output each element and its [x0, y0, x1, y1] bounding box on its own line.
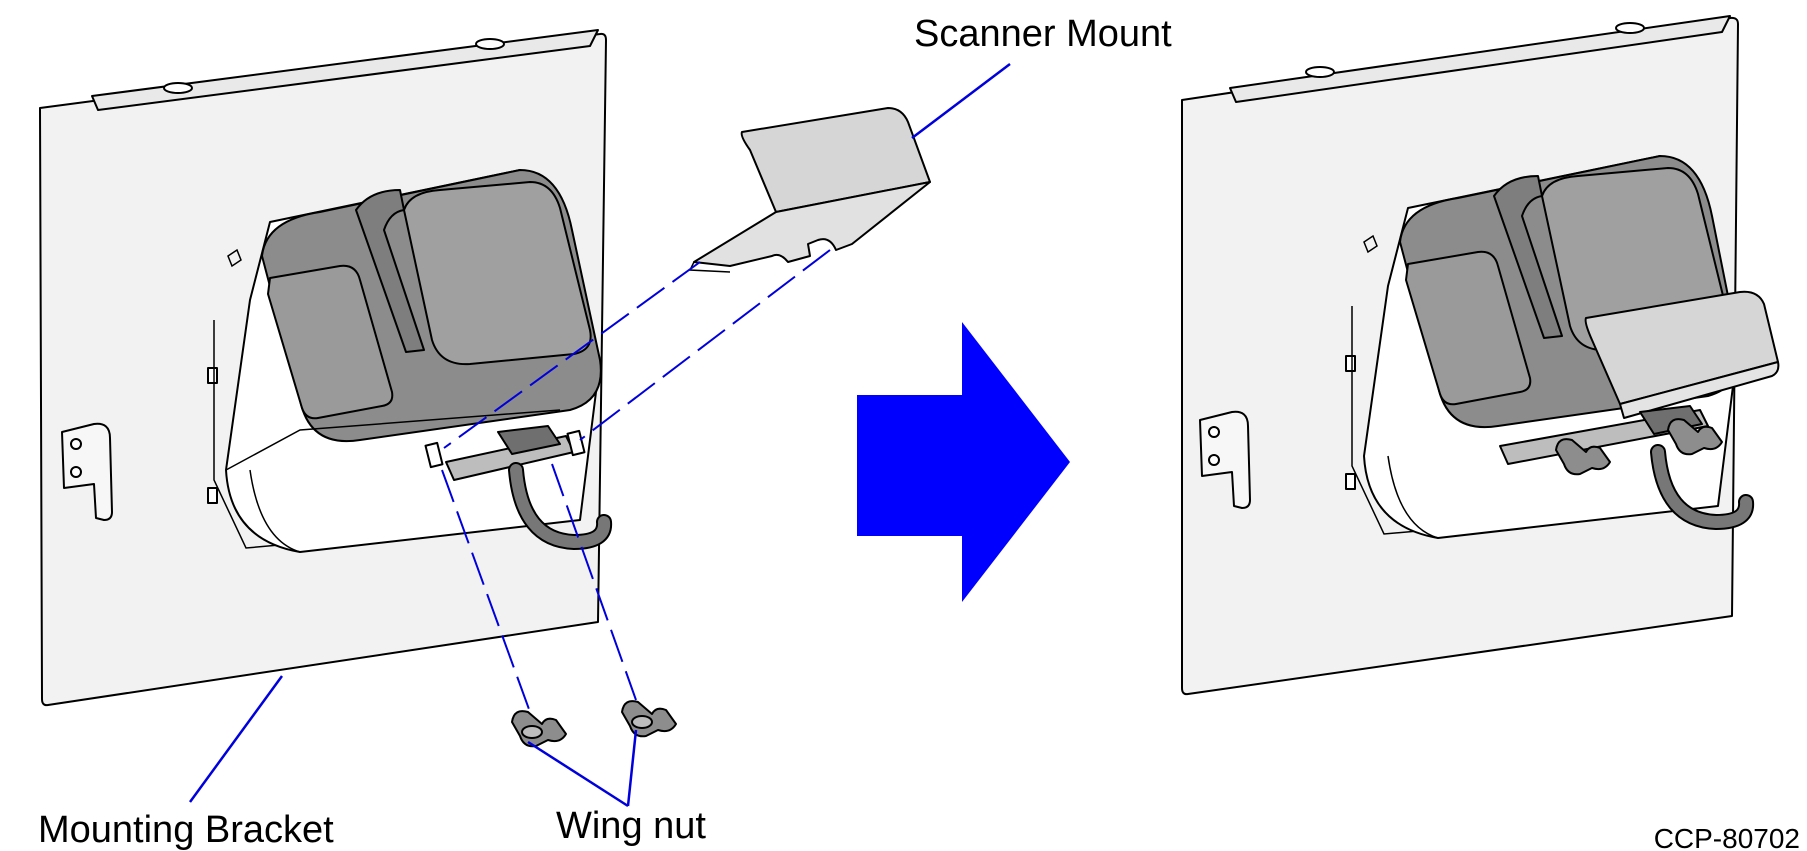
scanner-mount-part	[688, 107, 931, 273]
wing-nut-2	[621, 700, 677, 738]
figure-code: CCP-80702	[1654, 823, 1800, 851]
label-mounting-bracket: Mounting Bracket	[38, 809, 334, 851]
leader-lines	[188, 63, 1011, 808]
assembly-dashed-lines	[441, 249, 831, 713]
assembled-view	[1181, 15, 1780, 696]
scanner-mount-installed	[1584, 290, 1780, 419]
right-arrow-icon	[857, 322, 1070, 602]
label-wing-nut: Wing nut	[556, 805, 706, 847]
exploded-view	[39, 29, 1011, 808]
scanner-base-left	[424, 425, 613, 551]
label-scanner-mount: Scanner Mount	[914, 13, 1172, 55]
wing-nut-1	[511, 710, 567, 748]
scanner-base-right	[1499, 405, 1755, 531]
scanner-left	[225, 169, 602, 553]
